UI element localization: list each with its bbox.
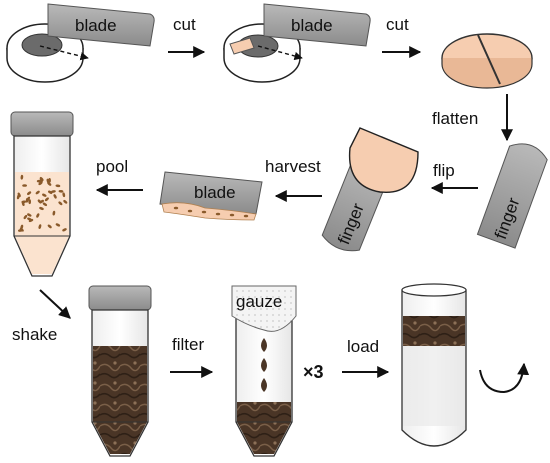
seed-speck (21, 201, 25, 207)
seed-speck (38, 181, 43, 186)
seed-speck (62, 228, 67, 232)
blade-label-1: blade (75, 16, 117, 35)
seed-speck (63, 199, 68, 204)
arrow-cut-2: cut (382, 15, 422, 58)
cut-halves (441, 33, 533, 89)
seed-speck (46, 178, 50, 184)
seed-speck (39, 207, 44, 210)
arrow-cut-1: cut (168, 15, 206, 58)
tube-filtered: gauze (231, 285, 297, 457)
pool-label: pool (96, 157, 128, 176)
rotate-icon (479, 362, 530, 394)
seed-speck (22, 184, 27, 187)
cut-label-1: cut (173, 15, 196, 34)
arrow-harvest: harvest (265, 157, 322, 202)
arrow-shake: shake (12, 289, 71, 344)
tube-seeds (10, 111, 74, 277)
repeat-count: ×3 (303, 362, 324, 382)
seed-speck (28, 218, 34, 223)
gauze-label: gauze (236, 292, 282, 311)
flatten-label: flatten (432, 109, 478, 128)
tube-loaded (401, 283, 467, 447)
seed-speck (23, 214, 28, 220)
finger-2: finger (476, 143, 548, 249)
cut-label-2: cut (386, 15, 409, 34)
blade-1: blade (47, 3, 155, 47)
seed-speck (55, 223, 61, 227)
seed-speck (27, 213, 32, 217)
load-label: load (347, 337, 379, 356)
seed-speck (38, 224, 42, 229)
seed-speck (39, 177, 43, 182)
seed-speck (36, 213, 40, 218)
blade-label-3: blade (194, 183, 236, 202)
seed-speck (28, 199, 32, 205)
seed-speck (26, 196, 31, 201)
seed-speck (35, 190, 40, 195)
seed-speck (51, 190, 56, 193)
seed-speck (16, 194, 20, 200)
flipped-tissue (348, 127, 419, 193)
arrow-load: load (342, 337, 390, 378)
filter-label: filter (172, 335, 204, 354)
seed-speck (42, 202, 48, 206)
seed-speck (20, 174, 24, 180)
seed-speck (62, 192, 66, 198)
shake-label: shake (12, 325, 57, 344)
seed-speck (55, 184, 61, 188)
seed-speck (58, 189, 64, 193)
seed-speck (58, 201, 63, 206)
seed-speck (44, 197, 49, 202)
blade-label-2: blade (291, 16, 333, 35)
seed-speck (42, 193, 47, 197)
arrow-pool: pool (95, 157, 143, 196)
arrow-flatten: flatten (432, 94, 513, 142)
tube-extract (88, 285, 152, 457)
seed-speck (53, 194, 57, 199)
seed-speck (52, 210, 56, 216)
seed-speck (47, 224, 52, 229)
blade-2: blade (263, 3, 371, 47)
blade-3: blade (159, 171, 263, 221)
harvest-label: harvest (265, 157, 321, 176)
arrow-filter: filter (170, 335, 214, 378)
seed-speck (37, 199, 42, 204)
arrow-flip: flip (430, 161, 478, 194)
seed-speck (19, 227, 24, 232)
seed-speck (27, 191, 32, 195)
flip-label: flip (433, 161, 455, 180)
